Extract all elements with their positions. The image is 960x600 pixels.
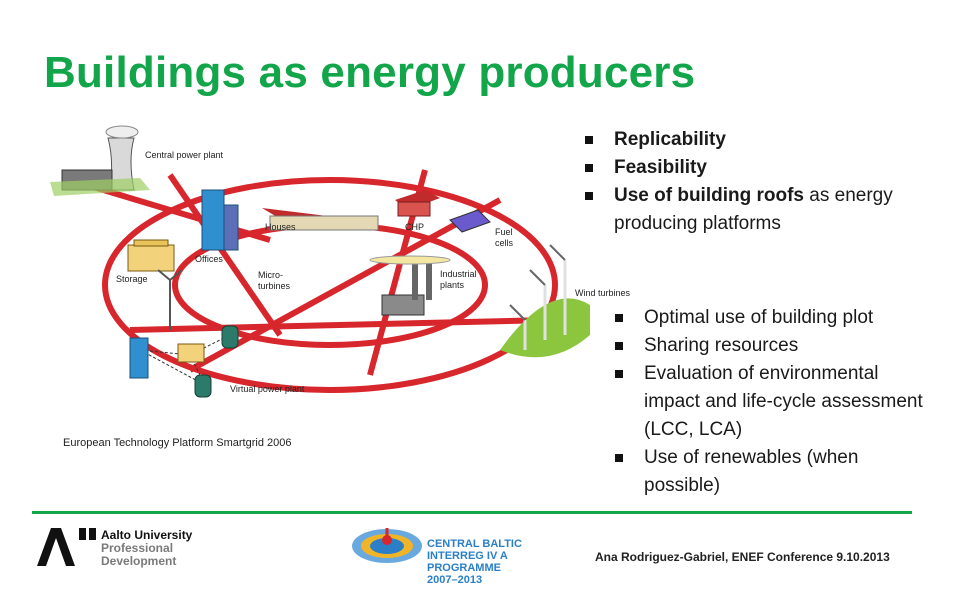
virtual-power-plant-icon: [129, 325, 239, 398]
aalto-logo-icon: [37, 528, 96, 566]
bullet-square-icon: [615, 314, 623, 322]
bullet-list-top: Replicability Feasibility Use of buildin…: [584, 126, 944, 238]
bullet-item: Feasibility: [584, 154, 944, 182]
chp-icon: [395, 190, 440, 217]
label-central-power-plant: Central power plant: [145, 150, 224, 160]
bullet-item: Sharing resources: [614, 332, 934, 360]
bullet-item: Replicability: [584, 126, 944, 154]
bullet-text: Use of renewables (when possible): [644, 447, 859, 496]
bullet-text: as energy producing platforms: [614, 185, 893, 234]
bullet-square-icon: [615, 342, 623, 350]
bullet-square-icon: [585, 164, 593, 172]
bullet-bold-text: Replicability: [614, 129, 726, 150]
central-baltic-wordmark: CENTRAL BALTIC INTERREG IV A PROGRAMME 2…: [427, 538, 522, 586]
bullet-square-icon: [615, 370, 623, 378]
micro-turbines-icon: [157, 269, 183, 330]
footer-divider: [32, 511, 912, 514]
bullet-square-icon: [585, 192, 593, 200]
label-storage: Storage: [116, 274, 148, 284]
label-micro-1: Micro-: [258, 270, 283, 280]
grid-line: [167, 173, 283, 337]
label-micro-2: turbines: [258, 281, 291, 291]
bullet-item: Use of building roofs as energy producin…: [584, 182, 944, 238]
diagram-caption: European Technology Platform Smartgrid 2…: [63, 437, 292, 449]
cb-line-4: 2007–2013: [427, 574, 483, 586]
fuel-cells-icon: [449, 209, 491, 233]
grid-line: [188, 197, 502, 373]
slide-title: Buildings as energy producers: [44, 48, 696, 97]
smart-grid-diagram: Central power plant Offices Houses CHP F…: [50, 125, 631, 398]
bullet-bold-text: Use of building roofs: [614, 185, 804, 206]
bullet-item: Use of renewables (when possible): [614, 444, 934, 500]
label-offices: Offices: [195, 254, 223, 264]
cb-line-3: PROGRAMME: [427, 562, 501, 574]
aalto-wordmark: Aalto University Professional Developmen…: [101, 529, 192, 568]
bullet-text: Sharing resources: [644, 335, 799, 356]
offices-icon: [201, 189, 239, 251]
label-fuel-cells-2: cells: [495, 238, 514, 248]
cb-line-1: CENTRAL BALTIC: [427, 538, 522, 550]
grid-ring-outer: [102, 177, 558, 393]
bullet-item: Optimal use of building plot: [614, 304, 934, 332]
wind-turbines-icon: [500, 244, 590, 358]
industrial-plants-icon: [369, 255, 451, 316]
storage-icon: [127, 239, 175, 272]
aalto-line-1: Aalto University: [101, 528, 193, 542]
grid-line: [129, 317, 551, 333]
aalto-line-2: Professional: [101, 541, 174, 555]
bullet-list-bottom: Optimal use of building plot Sharing res…: [614, 304, 934, 500]
central-baltic-logo-icon: [352, 528, 422, 563]
bullet-text: Optimal use of building plot: [644, 307, 874, 328]
cb-line-2: INTERREG IV A: [427, 550, 508, 562]
houses-icon: [262, 208, 380, 231]
bullet-bold-text: Feasibility: [614, 157, 707, 178]
aalto-line-3: Development: [101, 554, 177, 568]
label-industrial-2: plants: [440, 280, 465, 290]
label-fuel-cells-1: Fuel: [495, 227, 513, 237]
bullet-square-icon: [585, 136, 593, 144]
central-power-plant-icon: [50, 125, 150, 196]
bullet-square-icon: [615, 454, 623, 462]
bullet-item: Evaluation of environmental impact and l…: [614, 360, 934, 444]
footer-citation: Ana Rodriguez-Gabriel, ENEF Conference 9…: [595, 550, 890, 564]
label-chp: CHP: [405, 222, 424, 232]
label-wind-turbines: Wind turbines: [575, 288, 631, 298]
label-industrial-1: Industrial: [440, 269, 477, 279]
label-virtual-power-plant: Virtual power plant: [230, 384, 305, 394]
label-houses: Houses: [265, 222, 296, 232]
bullet-text: Evaluation of environmental impact and l…: [644, 363, 923, 440]
